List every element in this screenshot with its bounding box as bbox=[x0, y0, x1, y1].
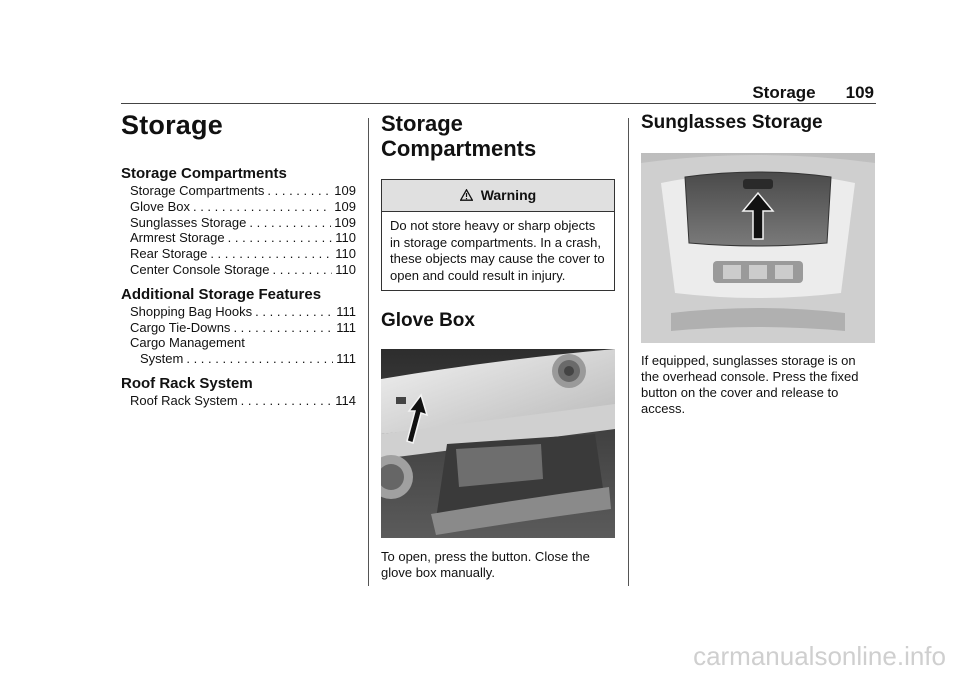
watermark: carmanualsonline.info bbox=[693, 641, 946, 671]
sunglasses-storage-image bbox=[641, 153, 875, 343]
toc-entry[interactable]: System111 bbox=[121, 351, 356, 367]
running-header-section: Storage bbox=[752, 83, 816, 102]
toc-entry[interactable]: Rear Storage110 bbox=[121, 246, 356, 262]
sunglasses-column: Sunglasses Storage If equipped, bbox=[641, 108, 875, 417]
toc-entry-continued[interactable]: Cargo Management bbox=[130, 335, 245, 351]
toc-entry[interactable]: Glove Box109 bbox=[121, 199, 356, 215]
up-arrow-icon bbox=[741, 191, 775, 240]
sunglasses-heading: Sunglasses Storage bbox=[641, 112, 823, 133]
section-title: Storage Compartments bbox=[381, 111, 537, 161]
toc-column: Storage Storage Compartments Storage Com… bbox=[121, 108, 356, 409]
warning-triangle-icon bbox=[459, 187, 477, 203]
glove-box-image bbox=[381, 349, 615, 538]
warning-header: Warning bbox=[382, 180, 614, 212]
toc-heading: Roof Rack System bbox=[121, 374, 253, 392]
glove-box-heading: Glove Box bbox=[381, 310, 475, 331]
toc-entry[interactable]: Storage Compartments109 bbox=[121, 183, 356, 199]
toc-entry[interactable]: Shopping Bag Hooks111 bbox=[121, 304, 356, 320]
warning-box: Warning Do not store heavy or sharp obje… bbox=[381, 179, 615, 291]
toc-entry[interactable]: Roof Rack System114 bbox=[121, 393, 356, 409]
toc-group-additional-features: Additional Storage Features Shopping Bag… bbox=[121, 286, 356, 367]
toc-entry[interactable]: Center Console Storage110 bbox=[121, 262, 356, 278]
toc-heading: Storage Compartments bbox=[121, 165, 287, 182]
chapter-title: Storage bbox=[121, 110, 223, 140]
page-number: 109 bbox=[845, 83, 874, 102]
header-rule bbox=[121, 103, 876, 104]
sunglasses-text: If equipped, sunglasses storage is on th… bbox=[641, 353, 859, 416]
column-divider-2 bbox=[628, 118, 629, 586]
toc-entry[interactable]: Armrest Storage110 bbox=[121, 230, 356, 246]
warning-text: Do not store heavy or sharp objects in s… bbox=[390, 218, 605, 283]
toc-heading: Additional Storage Features bbox=[121, 285, 322, 303]
glove-box-text: To open, press the button. Close the glo… bbox=[381, 549, 590, 580]
toc-group-storage-compartments: Storage Compartments Storage Compartment… bbox=[121, 165, 356, 278]
toc-group-roof-rack: Roof Rack System Roof Rack System114 bbox=[121, 375, 356, 409]
column-divider-1 bbox=[368, 118, 369, 586]
toc-entry[interactable]: Cargo Tie-Downs111 bbox=[121, 320, 356, 336]
storage-compartments-column: Storage Compartments Warning Do not stor… bbox=[381, 108, 615, 581]
warning-title: Warning bbox=[480, 187, 537, 203]
up-arrow-icon bbox=[406, 393, 429, 444]
running-header: Storage 109 bbox=[752, 83, 874, 103]
